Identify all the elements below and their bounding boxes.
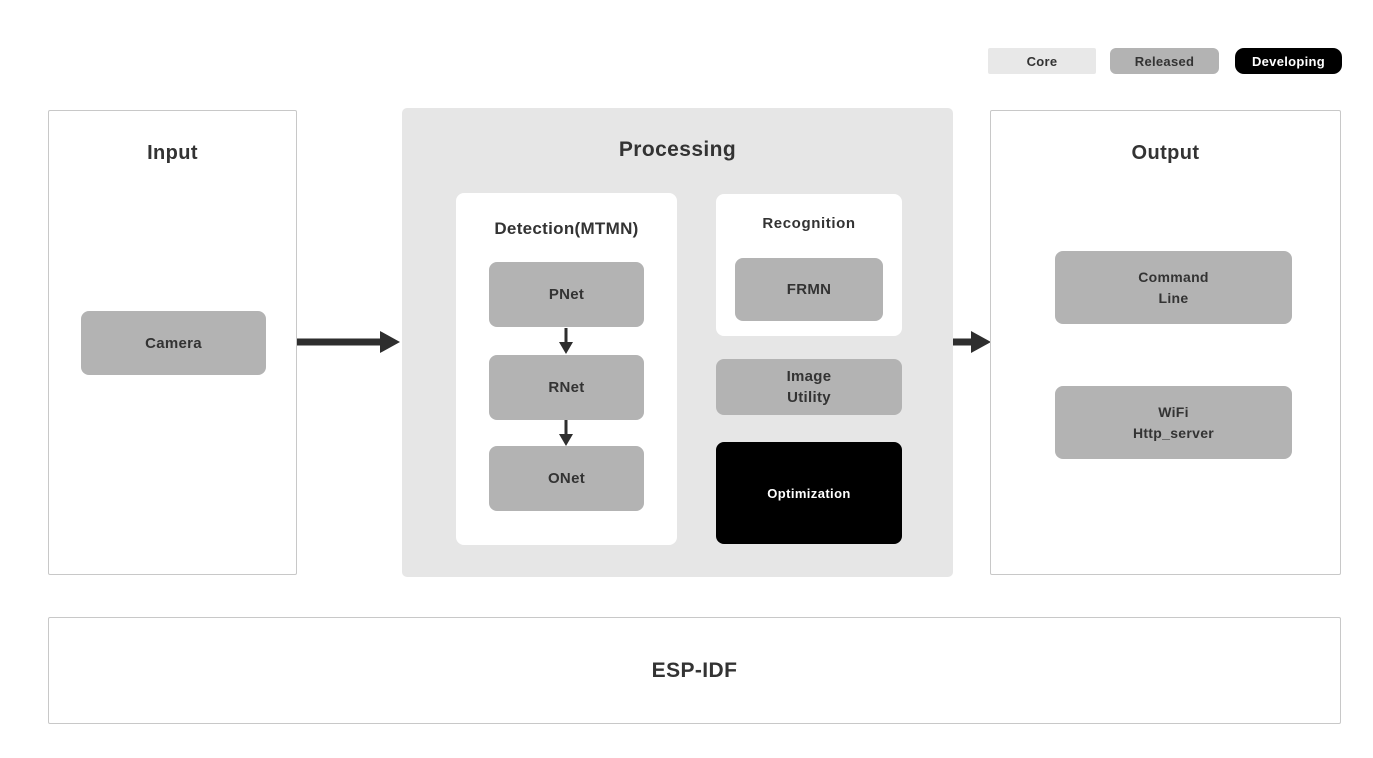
- recognition-panel: Recognition FRMN: [716, 194, 902, 336]
- camera-block: Camera: [81, 311, 266, 375]
- wifi-line2: Http_server: [1132, 424, 1215, 441]
- processing-section: Processing Detection(MTMN) PNet RNet ONe…: [402, 108, 953, 577]
- wifi-line1: WiFi: [1158, 403, 1189, 420]
- processing-to-output-arrow: [953, 330, 991, 354]
- optimization-block: Optimization: [716, 442, 902, 544]
- image-utility-line1: Image: [786, 368, 832, 385]
- arrow-shaft: [297, 338, 383, 346]
- arrow-head: [559, 434, 573, 446]
- arrow-head: [380, 331, 400, 353]
- frmn-block: FRMN: [735, 258, 883, 321]
- detection-title: Detection(MTMN): [494, 219, 639, 238]
- recognition-title: Recognition: [762, 215, 856, 232]
- pnet-block: PNet: [489, 262, 644, 327]
- rnet-block: RNet: [489, 355, 644, 420]
- command-line-block: Command Line: [1055, 251, 1292, 324]
- arrow-shaft: [564, 328, 568, 343]
- command-line-line2: Line: [1158, 289, 1189, 306]
- legend-chip-released: Released: [1110, 48, 1219, 74]
- arrow-head: [971, 331, 991, 353]
- legend-chip-developing: Developing: [1235, 48, 1342, 74]
- output-section: Output Command Line WiFi Http_server: [990, 110, 1341, 575]
- esp-idf-section: ESP-IDF: [48, 617, 1341, 724]
- input-title: Input: [147, 142, 198, 164]
- arrow-shaft: [953, 338, 974, 346]
- arrow-head: [559, 342, 573, 354]
- image-utility-block: Image Utility: [716, 359, 902, 415]
- input-section: Input Camera: [48, 110, 297, 575]
- processing-title: Processing: [618, 138, 737, 161]
- legend-chip-core: Core: [988, 48, 1096, 74]
- pnet-to-rnet-arrow: [558, 328, 574, 354]
- input-to-processing-arrow: [297, 330, 400, 354]
- image-utility-line2: Utility: [787, 389, 831, 406]
- detection-panel: Detection(MTMN) PNet RNet ONet: [456, 193, 677, 545]
- onet-block: ONet: [489, 446, 644, 511]
- output-title: Output: [1131, 142, 1200, 164]
- rnet-to-onet-arrow: [558, 420, 574, 446]
- wifi-http-server-block: WiFi Http_server: [1055, 386, 1292, 459]
- arrow-shaft: [564, 420, 568, 435]
- command-line-line1: Command: [1138, 268, 1209, 285]
- esp-idf-title: ESP-IDF: [651, 658, 738, 682]
